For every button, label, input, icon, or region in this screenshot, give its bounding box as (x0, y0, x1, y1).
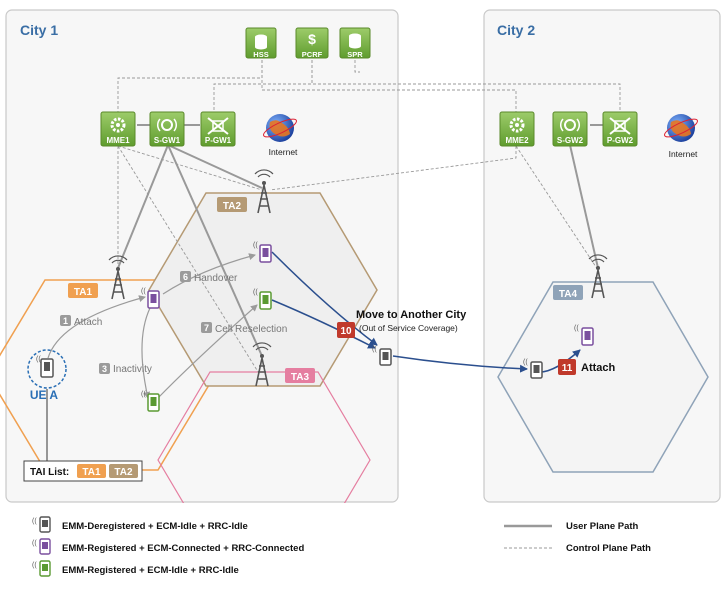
pgw2-label: P-GW2 (607, 136, 634, 145)
spr-node: SPR (339, 27, 371, 59)
mme1-node: MME1 (100, 111, 136, 147)
legend-idle: (( EMM-Registered + ECM-Idle + RRC-Idle (32, 560, 239, 577)
svg-text:3: 3 (102, 364, 107, 374)
move-arrow-connected (271, 251, 378, 346)
tai-item-ta1: TA1 (82, 467, 101, 478)
svg-text:Cell Reselection: Cell Reselection (215, 324, 287, 335)
svg-text:((: (( (253, 242, 258, 249)
mme1-label: MME1 (106, 136, 130, 145)
sgw1-node: S-GW1 (149, 111, 185, 147)
ue-idle-ta2: (( (253, 289, 272, 310)
svg-text:((: (( (32, 540, 37, 547)
svg-text:EMM-Registered + ECM-Idle + RR: EMM-Registered + ECM-Idle + RRC-Idle (62, 565, 239, 576)
legend: (( EMM-Deregistered + ECM-Idle + RRC-Idl… (32, 516, 651, 577)
ue-a-device: (( UE A (27, 349, 67, 402)
svg-text:Handover: Handover (194, 273, 238, 284)
svg-text:(Out of Service Coverage): (Out of Service Coverage) (359, 323, 458, 333)
svg-text:User Plane Path: User Plane Path (566, 521, 639, 532)
svg-text:Inactivity: Inactivity (113, 364, 152, 375)
ue-out-of-service: (( (372, 346, 392, 366)
ue-deregistered-ta4: (( (523, 359, 543, 379)
svg-text:((: (( (141, 288, 146, 295)
inactivity-arrow (141, 307, 151, 399)
ue-connected-ta1: (( (141, 288, 160, 309)
step-6-handover: 6 Handover (180, 271, 238, 284)
legend-connected: (( EMM-Registered + ECM-Connected + RRC-… (32, 538, 304, 555)
sgw2-node: S-GW2 (552, 111, 588, 147)
legend-user-plane: User Plane Path (504, 521, 639, 532)
dollar-icon: $ (308, 31, 316, 47)
ue-a-label: UE A (30, 388, 59, 402)
ta4-area (497, 281, 709, 473)
pgw2-node: P-GW2 (602, 111, 638, 147)
tai-list-label: TAI List: (30, 467, 69, 478)
internet1-label: Internet (269, 147, 298, 157)
ta2-area (148, 192, 378, 387)
tai-list-box: TAI List: TA1 TA2 (23, 460, 143, 482)
step-11-attach: 11 Attach (558, 359, 616, 375)
city1-title: City 1 (20, 22, 58, 38)
hss-node: HSS (245, 27, 277, 59)
spr-label: SPR (347, 50, 363, 59)
pcrf-label: PCRF (302, 50, 323, 59)
step-3-inactivity: 3 Inactivity (99, 363, 152, 375)
svg-text:((: (( (36, 356, 41, 363)
svg-text:((: (( (32, 518, 37, 525)
internet1-node: Internet (263, 114, 298, 157)
ue-connected-ta4: (( (574, 325, 594, 346)
step-7-cell-reselection: 7 Cell Reselection (201, 322, 287, 335)
svg-text:((: (( (523, 359, 528, 366)
internet2-node: Internet (664, 114, 698, 159)
svg-text:Attach: Attach (74, 317, 102, 328)
svg-text:Move to Another City: Move to Another City (356, 309, 467, 321)
tai-item-ta2: TA2 (114, 467, 133, 478)
pgw1-node: P-GW1 (200, 111, 236, 147)
move-arrow-idle (271, 299, 376, 349)
svg-text:11: 11 (562, 363, 573, 374)
reselection-arrow (157, 304, 258, 399)
svg-text:TA1: TA1 (74, 287, 93, 298)
svg-text:1: 1 (63, 316, 68, 326)
pgw1-label: P-GW1 (205, 136, 232, 145)
svg-text:TA4: TA4 (559, 289, 578, 300)
mme2-node: MME2 (499, 111, 535, 147)
svg-text:Control Plane Path: Control Plane Path (566, 543, 651, 554)
svg-text:Attach: Attach (581, 362, 616, 374)
svg-text:((: (( (32, 562, 37, 569)
control-plane-links (117, 60, 621, 376)
ue-connected-ta2: (( (253, 242, 272, 263)
svg-text:EMM-Registered + ECM-Connected: EMM-Registered + ECM-Connected + RRC-Con… (62, 543, 304, 554)
svg-text:EMM-Deregistered + ECM-Idle +: EMM-Deregistered + ECM-Idle + RRC-Idle (62, 521, 248, 532)
pcrf-node: $ PCRF (295, 27, 329, 59)
step-10-move: Move to Another City 10 (Out of Service … (337, 309, 467, 338)
legend-control-plane: Control Plane Path (504, 543, 651, 554)
sgw1-label: S-GW1 (154, 136, 181, 145)
svg-text:((: (( (372, 346, 377, 353)
city-move-arrow (392, 355, 528, 373)
ue-idle-ta1: (( (141, 391, 160, 412)
mme2-label: MME2 (505, 136, 529, 145)
ta1-label: TA1 (68, 283, 98, 298)
legend-deregistered: (( EMM-Deregistered + ECM-Idle + RRC-Idl… (32, 516, 248, 533)
svg-text:6: 6 (183, 272, 188, 282)
svg-text:10: 10 (340, 326, 352, 337)
svg-text:7: 7 (204, 323, 209, 333)
svg-text:((: (( (141, 391, 146, 398)
sgw2-label: S-GW2 (557, 136, 584, 145)
internet2-label: Internet (669, 149, 698, 159)
handover-arrow (162, 253, 256, 295)
svg-text:TA2: TA2 (223, 201, 242, 212)
svg-text:((: (( (253, 289, 258, 296)
step-1-attach: 1 Attach (60, 315, 102, 328)
attach-arrow (47, 295, 146, 359)
svg-text:((: (( (574, 325, 579, 332)
ta4-label: TA4 (553, 285, 583, 300)
city2-title: City 2 (497, 22, 535, 38)
hss-label: HSS (253, 50, 268, 59)
svg-text:TA3: TA3 (291, 372, 310, 383)
ta2-label: TA2 (217, 197, 247, 212)
ta3-label: TA3 (285, 368, 315, 383)
